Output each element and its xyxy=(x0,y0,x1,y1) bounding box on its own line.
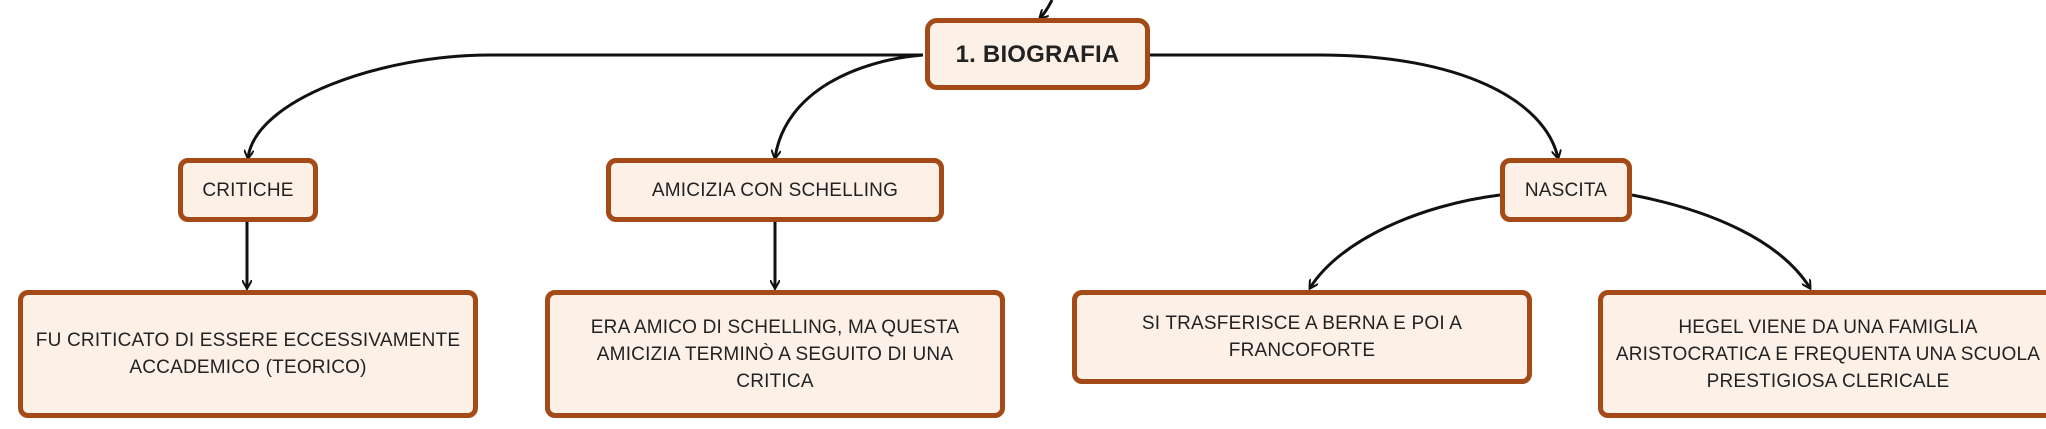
node-critiche-detail-label: FU CRITICATO DI ESSERE ECCESSIVAMENTE AC… xyxy=(35,330,461,378)
node-nascita-label: NASCITA xyxy=(1524,179,1608,201)
node-critiche-detail[interactable]: FU CRITICATO DI ESSERE ECCESSIVAMENTE AC… xyxy=(18,290,478,418)
root-node-label: 1. BIOGRAFIA xyxy=(955,40,1120,68)
edge-root-nascita xyxy=(1150,53,1558,158)
node-amicizia-detail-label: ERA AMICO DI SCHELLING, MA QUESTA AMICIZ… xyxy=(590,316,960,392)
node-amicizia-detail[interactable]: ERA AMICO DI SCHELLING, MA QUESTA AMICIZ… xyxy=(545,290,1005,418)
edge-incoming xyxy=(1040,0,1054,18)
node-famiglia[interactable]: HEGEL VIENE DA UNA FAMIGLIA ARISTOCRATIC… xyxy=(1598,290,2046,418)
node-amicizia[interactable]: AMICIZIA CON SCHELLING xyxy=(606,158,944,222)
edge-nascita-famiglia xyxy=(1631,193,1810,288)
root-node-biografia[interactable]: 1. BIOGRAFIA xyxy=(925,18,1150,90)
edge-root-amicizia xyxy=(775,53,924,158)
node-critiche-label: CRITICHE xyxy=(202,179,294,201)
node-critiche[interactable]: CRITICHE xyxy=(178,158,318,222)
node-amicizia-label: AMICIZIA CON SCHELLING xyxy=(651,179,899,201)
node-famiglia-label: HEGEL VIENE DA UNA FAMIGLIA ARISTOCRATIC… xyxy=(1615,316,2041,392)
edge-root-critiche xyxy=(248,53,923,158)
node-berna[interactable]: SI TRASFERISCE A BERNA E POI A FRANCOFOR… xyxy=(1072,290,1532,384)
node-nascita[interactable]: NASCITA xyxy=(1500,158,1632,222)
node-berna-label: SI TRASFERISCE A BERNA E POI A FRANCOFOR… xyxy=(1141,313,1463,361)
edge-nascita-berna xyxy=(1310,193,1501,288)
